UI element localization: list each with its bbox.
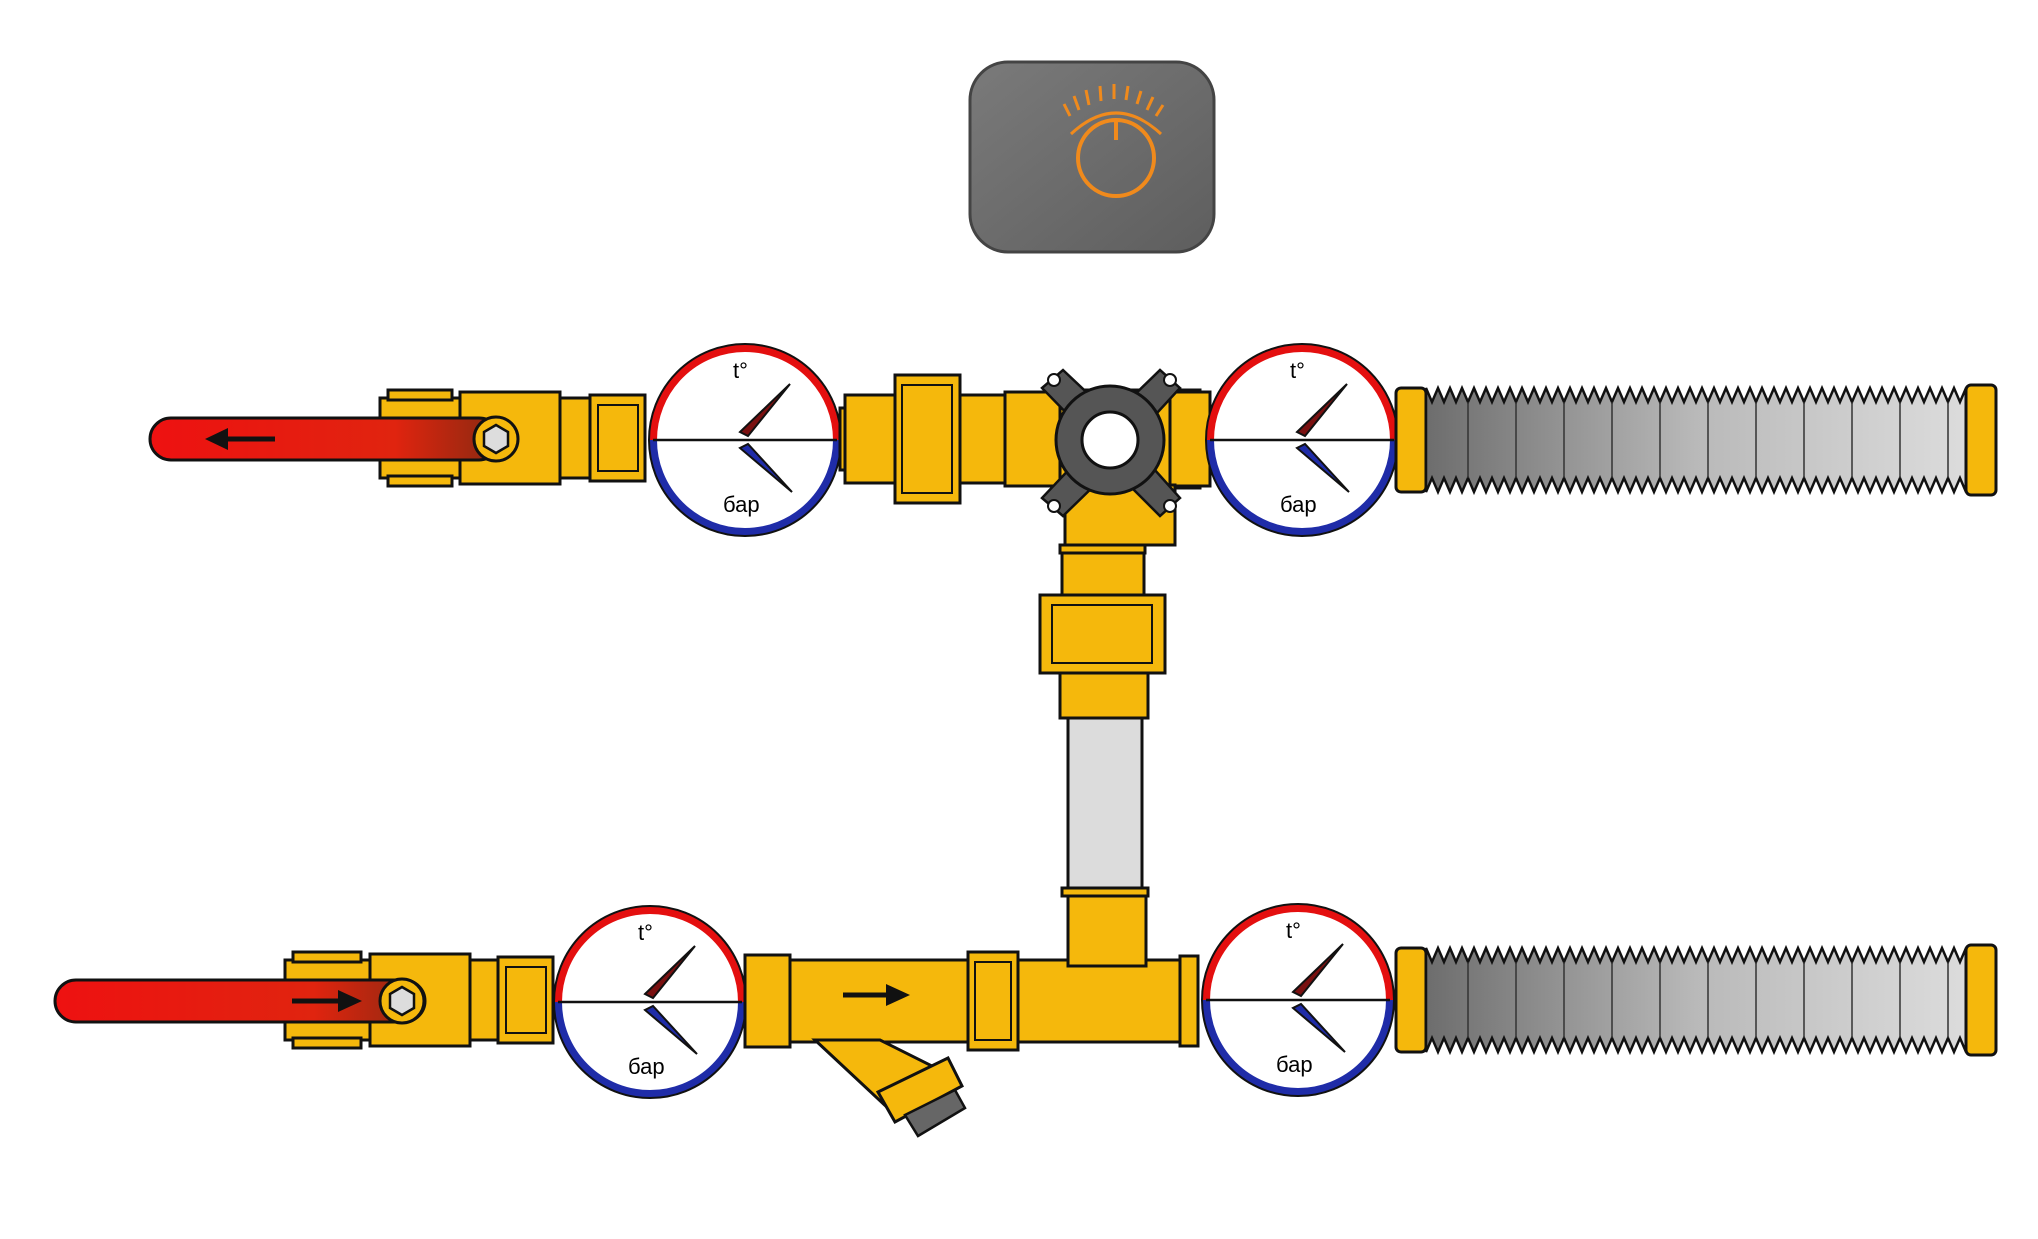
valve-actuator-mount	[1040, 368, 1182, 518]
gauge-return-left: t° бар	[553, 905, 747, 1099]
flex-hose-top	[1394, 383, 1998, 497]
mixing-valve[interactable]	[1003, 368, 1212, 547]
flex-hose-bottom	[1394, 943, 1998, 1057]
flow-arrow-left-icon	[205, 428, 275, 450]
gauge-return-right: t° бар	[1201, 903, 1395, 1097]
y-strainer	[743, 950, 1020, 1138]
gauge-supply-left: t° бар	[648, 343, 842, 537]
return-valve-handle[interactable]	[53, 977, 427, 1025]
gauge-temp-label: t°	[1286, 918, 1301, 943]
bypass-pipe	[1038, 543, 1167, 898]
supply-valve-handle[interactable]	[148, 415, 520, 463]
tee-fitting	[1016, 894, 1200, 1048]
gauge-pressure-label: бар	[628, 1054, 665, 1079]
union-fitting-top	[838, 373, 1007, 505]
gauge-supply-right: t° бар	[1205, 343, 1399, 537]
gauge-pressure-label: бар	[1276, 1052, 1313, 1077]
gauge-temp-label: t°	[733, 358, 748, 383]
gauge-pressure-label: бар	[723, 492, 760, 517]
gauge-temp-label: t°	[638, 920, 653, 945]
control-unit[interactable]	[968, 60, 1216, 254]
flow-arrow-right-icon	[843, 984, 910, 1006]
gauge-temp-label: t°	[1290, 358, 1305, 383]
gauge-pressure-label: бар	[1280, 492, 1317, 517]
thermostat-knob-icon	[1062, 84, 1165, 198]
flow-arrow-right-icon	[292, 990, 362, 1012]
